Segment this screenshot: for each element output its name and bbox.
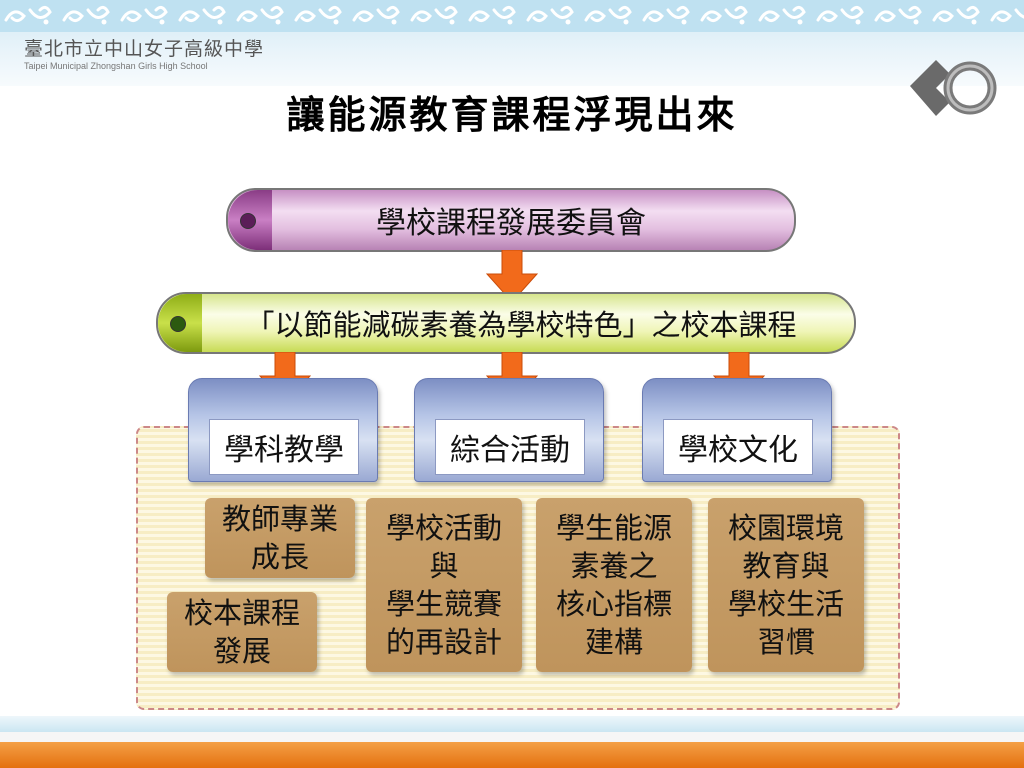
box-line: 習慣 <box>756 625 815 659</box>
category-tab-integrated-activities: 綜合活動 <box>414 378 604 482</box>
school-logo-icon <box>910 60 997 116</box>
box-activity-redesign: 學校活動 與 學生競賽 的再設計 <box>366 498 522 672</box>
committee-label: 學校課程發展委員會 <box>376 206 646 241</box>
category-tab-subject-teaching: 學科教學 <box>188 378 378 482</box>
box-line: 成長 <box>250 540 309 574</box>
committee-bar-dot-icon <box>240 213 256 229</box>
box-campus-environment: 校園環境 教育與 學校生活 習慣 <box>708 498 864 672</box>
school-course-bar-dot-icon <box>170 316 186 332</box>
page-title: 讓能源教育課程浮現出來 <box>286 92 738 137</box>
category-label: 綜合活動 <box>435 419 585 475</box>
school-name-zh: 臺北市立中山女子高級中學 <box>24 38 265 60</box>
box-line: 學校活動 <box>385 511 502 545</box>
box-line: 教師專業 <box>221 502 338 536</box>
school-name-en: Taipei Municipal Zhongshan Girls High Sc… <box>24 61 208 71</box>
category-tab-school-culture: 學校文化 <box>642 378 832 482</box>
box-line: 素養之 <box>570 549 658 583</box>
school-course-bar: 「以節能減碳素養為學校特色」之校本課程 <box>156 292 856 354</box>
box-literacy-indicators: 學生能源 素養之 核心指標 建構 <box>536 498 692 672</box>
footer-band <box>0 716 1024 732</box>
box-school-curriculum: 校本課程 發展 <box>167 592 317 672</box>
footer-stripe <box>0 732 1024 742</box>
category-label: 學科教學 <box>209 419 359 475</box>
school-course-label: 「以節能減碳素養為學校特色」之校本課程 <box>245 308 797 342</box>
footer-orange-band <box>0 742 1024 768</box>
box-line: 學生能源 <box>555 511 672 545</box>
box-line: 教育與 <box>742 549 830 583</box>
box-line: 校本課程 <box>183 596 300 630</box>
box-line: 學校生活 <box>727 587 844 621</box>
box-line: 學生競賽 <box>385 587 502 621</box>
box-line: 建構 <box>584 625 643 659</box>
committee-bar: 學校課程發展委員會 <box>226 188 796 252</box>
box-line: 核心指標 <box>555 587 672 621</box>
box-line: 校園環境 <box>727 511 844 545</box>
box-line: 與 <box>429 549 459 583</box>
box-teacher-growth: 教師專業 成長 <box>205 498 355 578</box>
box-line: 的再設計 <box>385 625 502 659</box>
down-arrow-icon <box>485 250 539 303</box>
box-line: 發展 <box>212 634 271 668</box>
category-label: 學校文化 <box>663 419 813 475</box>
decorative-pattern-strip <box>0 0 1024 32</box>
